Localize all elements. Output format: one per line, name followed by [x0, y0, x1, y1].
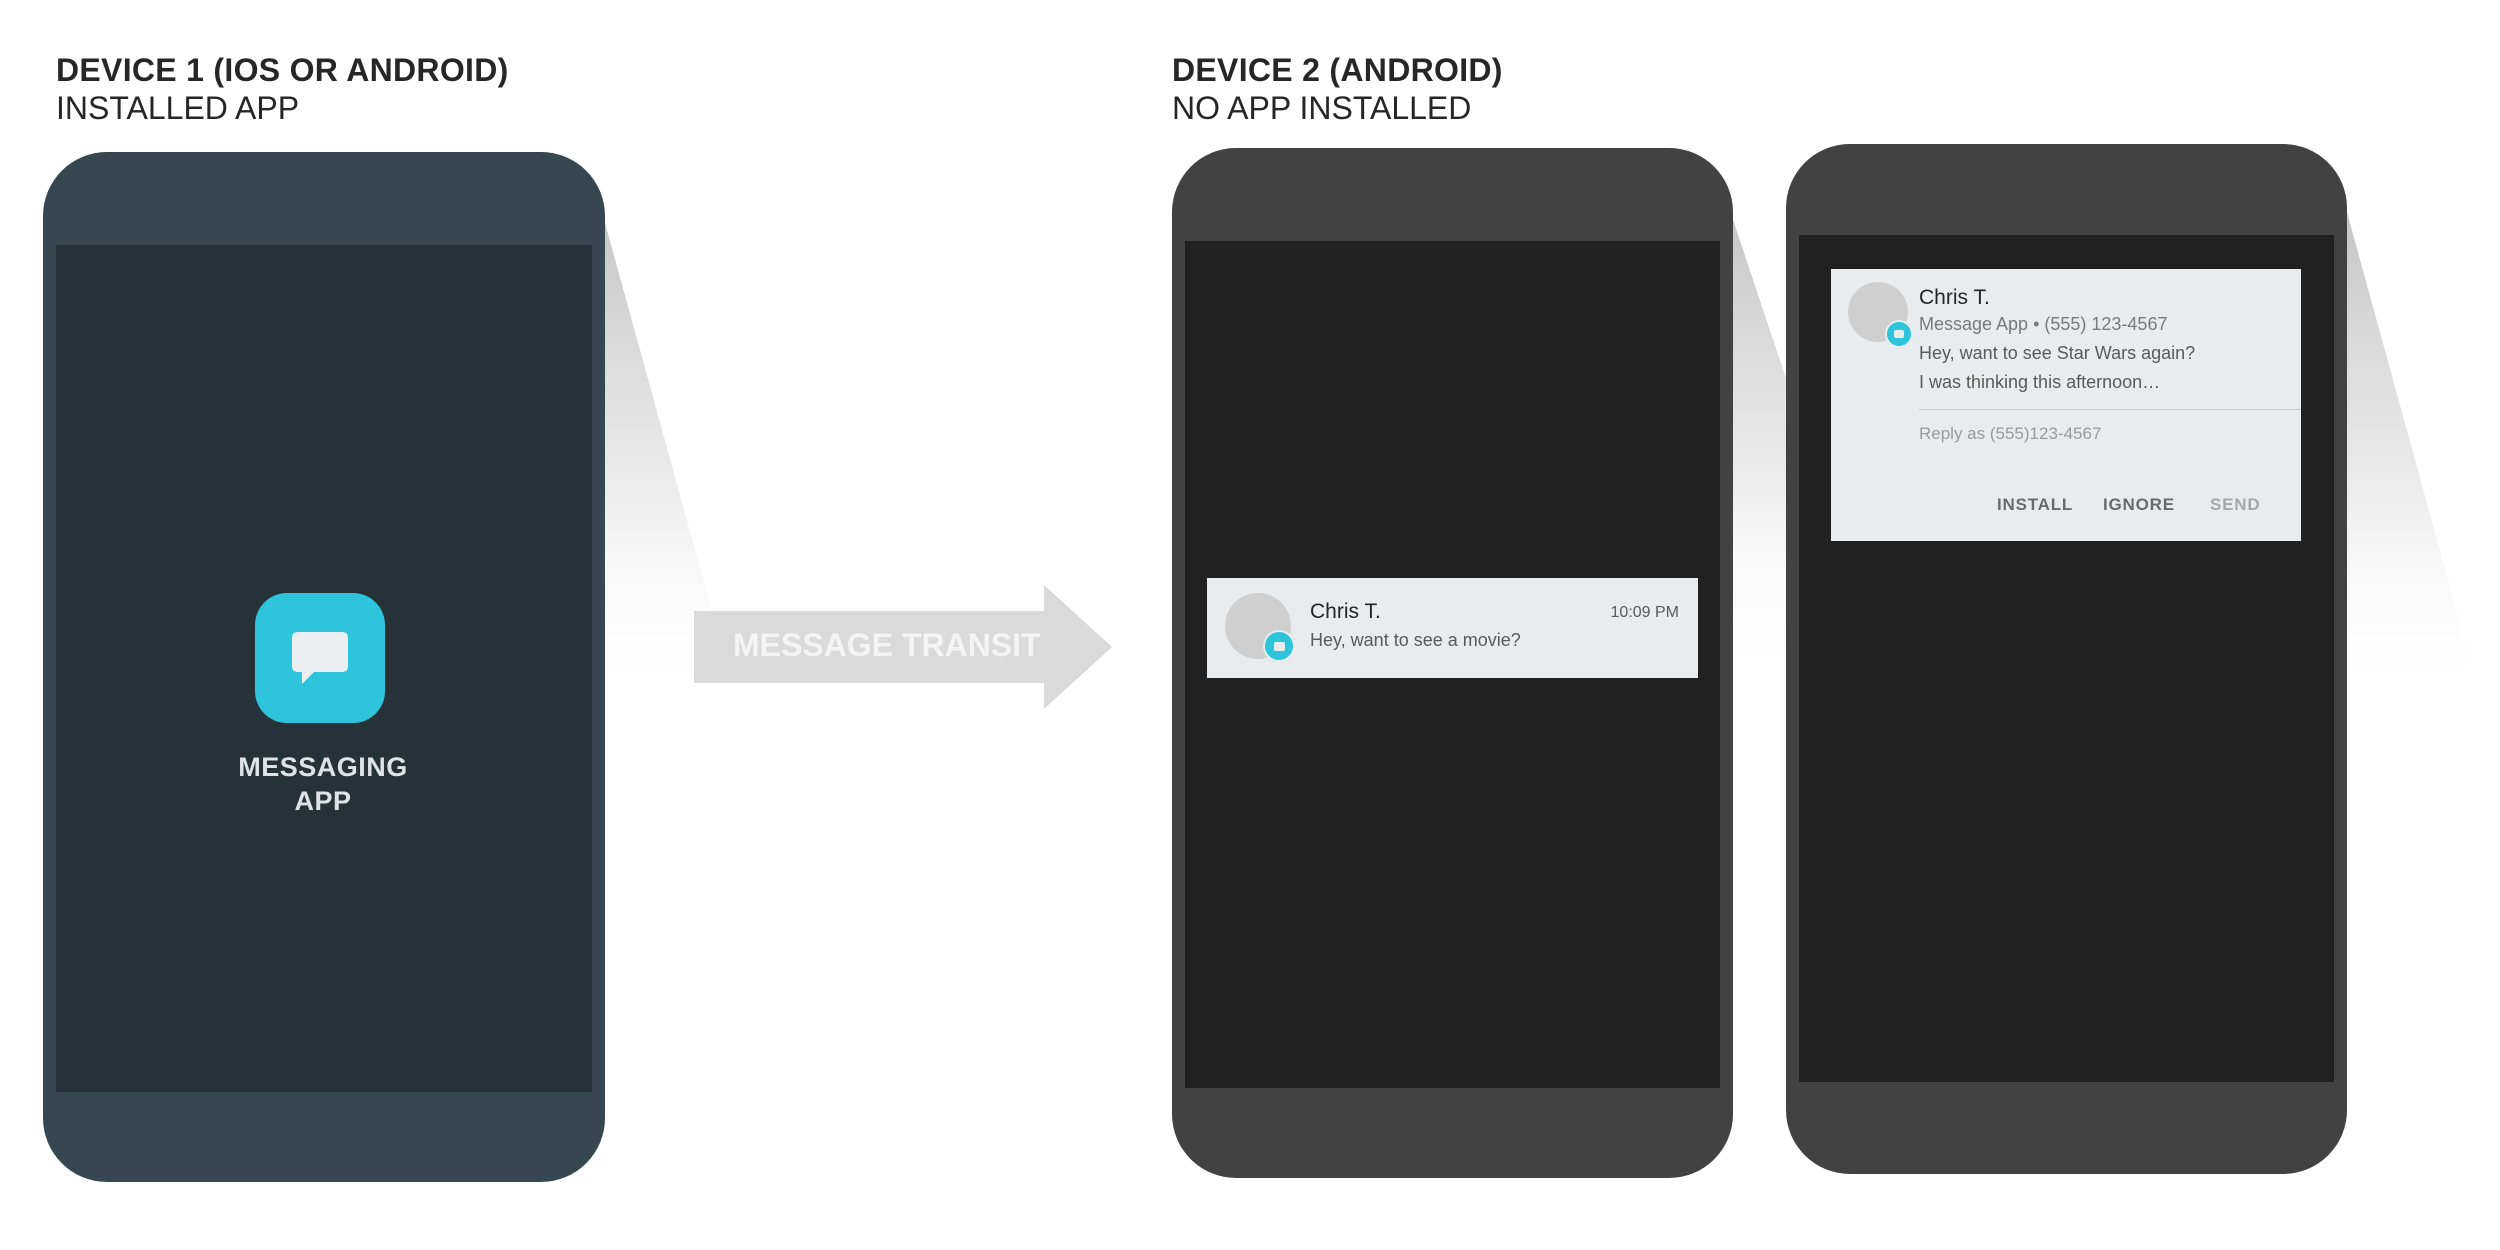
notification-message-line1: Hey, want to see Star Wars again?: [1919, 343, 2196, 363]
messaging-app-label: MESSAGING APP: [193, 750, 453, 818]
notification-message: Hey, want to see a movie?: [1310, 630, 1521, 650]
chat-bubble-icon: [292, 632, 348, 684]
device2-phone-expanded: Chris T. Message App • (555) 123-4567 He…: [1786, 144, 2347, 1174]
messaging-app-icon[interactable]: [255, 593, 385, 723]
message-app-badge-icon: [1885, 320, 1913, 348]
message-app-badge-icon: [1263, 630, 1295, 662]
device2-screen-collapsed: Chris T. Hey, want to see a movie? 10:09…: [1185, 241, 1720, 1088]
notification-expanded[interactable]: Chris T. Message App • (555) 123-4567 He…: [1831, 269, 2301, 541]
device2-subtitle: NO APP INSTALLED: [1172, 90, 1472, 126]
device2a-beam: [1728, 205, 1800, 680]
notification-sender: Chris T.: [1919, 286, 1990, 309]
device1-phone: MESSAGING APP: [43, 152, 605, 1182]
app-label-line2: APP: [294, 786, 352, 816]
notification-collapsed[interactable]: Chris T. Hey, want to see a movie? 10:09…: [1207, 578, 1698, 678]
transit-label: MESSAGE TRANSIT: [733, 627, 1041, 663]
send-button[interactable]: SEND: [2210, 495, 2261, 514]
device2-title: DEVICE 2 (ANDROID): [1172, 52, 1503, 88]
device1-title: DEVICE 1 (IOS OR ANDROID): [56, 52, 509, 88]
device1-beam: [600, 205, 720, 700]
device2b-beam: [2345, 205, 2470, 700]
ignore-button[interactable]: IGNORE: [2103, 495, 2175, 514]
device2-screen-expanded: Chris T. Message App • (555) 123-4567 He…: [1799, 235, 2334, 1082]
notification-sender: Chris T.: [1310, 600, 1381, 623]
device2-phone-collapsed: Chris T. Hey, want to see a movie? 10:09…: [1172, 148, 1733, 1178]
app-label-line1: MESSAGING: [238, 752, 408, 782]
notification-meta: Message App • (555) 123-4567: [1919, 314, 2168, 334]
install-button[interactable]: INSTALL: [1997, 495, 2074, 514]
device1-subtitle: INSTALLED APP: [56, 90, 300, 126]
reply-input[interactable]: Reply as (555)123-4567: [1919, 424, 2102, 443]
reply-divider: [1919, 409, 2301, 410]
transit-arrow: [694, 585, 1112, 709]
notification-time: 10:09 PM: [1610, 604, 1679, 621]
notification-message-line2: I was thinking this afternoon…: [1919, 372, 2161, 392]
device1-screen: MESSAGING APP: [56, 245, 592, 1092]
